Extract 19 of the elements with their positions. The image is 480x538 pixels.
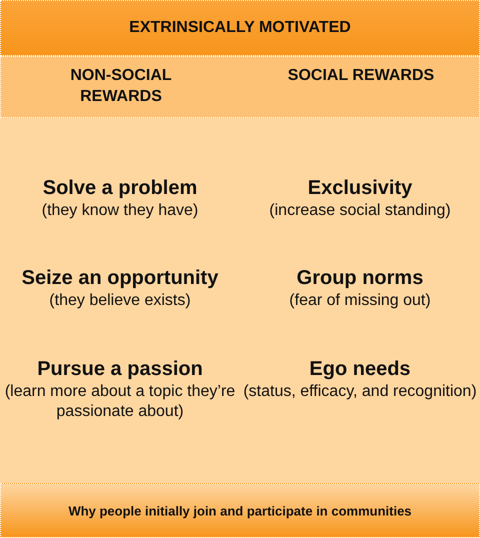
column-header-band bbox=[0, 56, 480, 118]
reason-description: (fear of missing out) bbox=[288, 291, 432, 311]
reason-heading: Solve a problem bbox=[42, 176, 198, 200]
reason-description: (status, efficacy, and recognition) bbox=[242, 382, 478, 402]
reason-description: (learn more about a topic they’re passionate about) bbox=[4, 382, 236, 422]
reason-description: (increase social standing) bbox=[268, 201, 452, 221]
header-band bbox=[0, 0, 480, 56]
column-heading: SOCIAL REWARDS bbox=[286, 66, 436, 86]
footer-band bbox=[0, 483, 480, 538]
reason-heading: Exclusivity bbox=[306, 176, 414, 200]
column-heading: NON-SOCIAL REWARDS bbox=[69, 66, 173, 107]
reason-heading: Ego needs bbox=[308, 357, 412, 381]
reason-description: (they know they have) bbox=[40, 201, 200, 221]
reason-description: (they believe exists) bbox=[48, 291, 192, 311]
reason-heading: Group norms bbox=[296, 266, 424, 290]
reason-heading: Pursue a passion bbox=[36, 357, 204, 381]
reason-heading: Seize an opportunity bbox=[20, 266, 220, 290]
caption-text: Why people initially join and participate in communities bbox=[67, 503, 413, 518]
header-title: EXTRINSICALLY MOTIVATED bbox=[128, 19, 352, 37]
